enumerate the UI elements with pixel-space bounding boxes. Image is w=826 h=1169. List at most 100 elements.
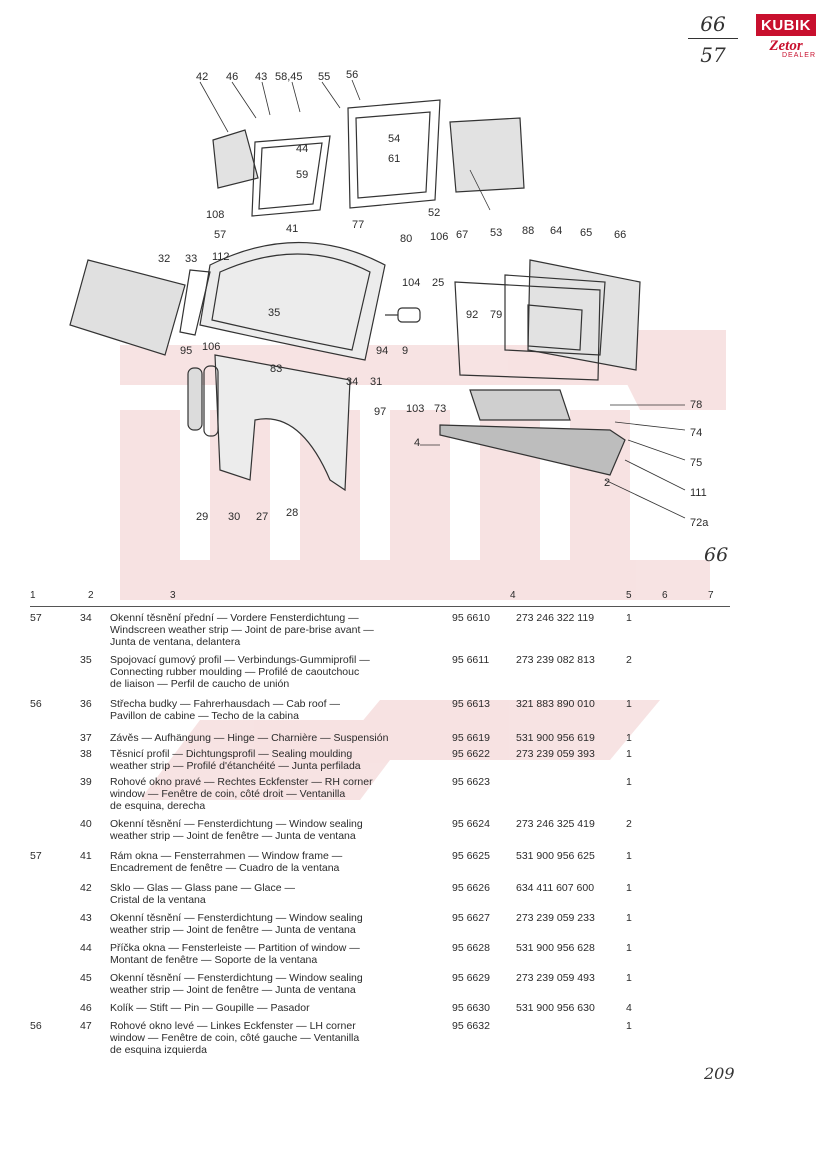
quantity-cell: 1 [626,732,632,744]
callout-label: 42 [196,71,208,83]
quantity-cell: 2 [626,654,632,666]
callout-label: 83 [270,363,282,375]
callout-label: 95 [180,345,192,357]
door-panel-icon [214,354,351,492]
callout-label: 111 [690,487,707,499]
logo-dealer: DEALER [781,52,816,59]
description-cell: Rám okna — Fensterrahmen — Window frame … [110,850,343,874]
part-number-cell: 531 900 956 619 [516,732,595,744]
rear-window-icon [527,259,641,371]
quantity-cell: 1 [626,748,632,760]
callout-label: 73 [434,403,446,415]
callout-label: 66 [614,229,626,241]
description-cell: Závěs — Aufhängung — Hinge — Charnière —… [110,732,389,744]
description-cell: Rohové okno pravé — Rechtes Eckfenster —… [110,776,373,812]
callout-label: 92 [466,309,478,321]
catalog-number-cell: 95 6619 [452,732,490,744]
col-header: 2 [88,590,94,601]
quantity-cell: 4 [626,1002,632,1014]
corner-window-glass-icon [212,129,259,189]
callout-label: 41 [286,223,298,235]
pos-cell: 34 [80,612,92,624]
page-code-bottom: 57 [700,43,726,67]
catalog-number-cell: 95 6611 [452,654,490,666]
part-number-cell: 273 239 059 233 [516,912,595,924]
catalog-number-cell: 95 6627 [452,912,490,924]
pos-cell: 37 [80,732,92,744]
callout-label: 58,45 [275,71,303,83]
diagram-callouts: 42 46 43 58,45 55 56 54 44 61 59 52 53 4… [158,69,709,529]
pos-cell: 35 [80,654,92,666]
parts-table-header: 1 2 3 4 5 6 7 [30,590,730,607]
callout-label: 55 [318,71,330,83]
catalog-number-cell: 95 6632 [452,1020,490,1032]
callout-label: 34 [346,376,358,388]
pos-cell: 41 [80,850,92,862]
callout-label: 27 [256,511,268,523]
catalog-number-cell: 95 6626 [452,882,490,894]
exploded-parts-diagram: 42 46 43 58,45 55 56 54 44 61 59 52 53 4… [69,69,709,529]
left-glass-icon [69,259,186,356]
col-header: 5 [626,590,632,601]
part-number-cell: 273 246 325 419 [516,818,595,830]
callout-label: 94 [376,345,388,357]
catalog-number-cell: 95 6622 [452,748,490,760]
callout-label: 54 [388,133,400,145]
pos-cell: 36 [80,698,92,710]
catalog-number-cell: 95 6630 [452,1002,490,1014]
ref-cell: 56 [30,1020,42,1032]
callout-label: 79 [490,309,502,321]
callout-label: 44 [296,143,308,155]
description-cell: Okenní těsnění — Fensterdichtung — Windo… [110,972,363,996]
part-number-cell: 531 900 956 628 [516,942,595,954]
callout-label: 57 [214,229,226,241]
pos-cell: 46 [80,1002,92,1014]
description-cell: Okenní těsnění — Fensterdichtung — Windo… [110,818,363,842]
callout-label: 104 [402,277,420,289]
pos-cell: 47 [80,1020,92,1032]
quantity-cell: 1 [626,972,632,984]
description-cell: Okenní těsnění přední — Vordere Fensterd… [110,612,374,648]
callout-label: 33 [185,253,197,265]
part-number-cell: 531 900 956 625 [516,850,595,862]
callout-label: 106 [202,341,220,353]
callout-label: 78 [690,399,702,411]
description-cell: Střecha budky — Fahrerhausdach — Cab roo… [110,698,340,722]
callout-label: 59 [296,169,308,181]
callout-label: 97 [374,406,386,418]
callout-label: 29 [196,511,208,523]
callout-label: 31 [370,376,382,388]
callout-label: 88 [522,225,534,237]
right-glass-icon [449,117,525,193]
catalog-number-cell: 95 6624 [452,818,490,830]
quantity-cell: 1 [626,612,632,624]
cab-roof-icon [199,241,386,361]
window-frame-icon [251,135,331,217]
callout-label: 43 [255,71,267,83]
quantity-cell: 2 [626,818,632,830]
catalog-number-cell: 95 6613 [452,698,490,710]
callout-label: 32 [158,253,170,265]
pos-cell: 42 [80,882,92,894]
callout-label: 25 [432,277,444,289]
quantity-cell: 1 [626,912,632,924]
pos-cell: 40 [80,818,92,830]
quantity-cell: 1 [626,882,632,894]
ref-cell: 56 [30,698,42,710]
logo-zetor: Zetor [769,38,803,54]
description-cell: Kolík — Stift — Pin — Goupille — Pasador [110,1002,310,1014]
pos-cell: 45 [80,972,92,984]
callout-label: 2 [604,477,610,489]
ref-cell: 57 [30,612,42,624]
catalog-number-cell: 95 6625 [452,850,490,862]
page-number: 209 [704,1064,735,1083]
callout-label: 30 [228,511,240,523]
callout-label: 28 [286,507,298,519]
catalog-number-cell: 95 6629 [452,972,490,984]
catalog-number-cell: 95 6610 [452,612,490,624]
callout-label: 52 [428,207,440,219]
frame-assembly-icon [454,281,601,381]
description-cell: Rohové okno levé — Linkes Eckfenster — L… [110,1020,360,1056]
page-code-top: 66 [688,12,738,39]
